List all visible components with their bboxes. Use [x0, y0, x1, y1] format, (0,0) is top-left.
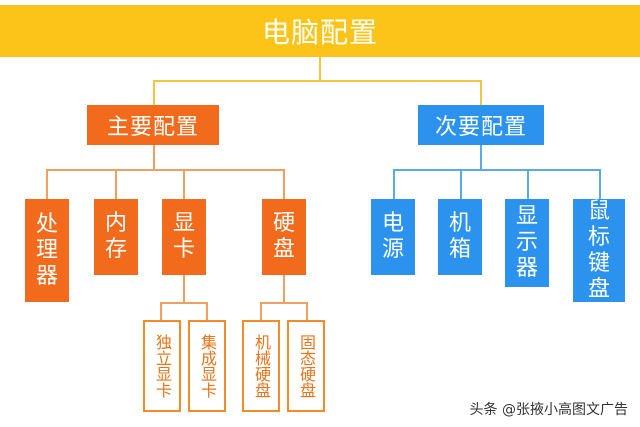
node-mouse-keyboard-label: 鼠标键盘: [588, 199, 610, 303]
node-char: 源: [381, 237, 404, 262]
node-monitor-label: 显示器: [516, 204, 538, 282]
connector: [153, 145, 155, 170]
connector: [527, 169, 529, 199]
connector: [160, 302, 162, 320]
connector: [153, 80, 482, 82]
node-char: 盘: [587, 276, 610, 302]
connector: [260, 302, 308, 304]
watermark-text: 头条 @张掖小高图文广告: [469, 402, 628, 418]
leaf-integrated-gpu-label: 集成显卡: [198, 334, 217, 398]
node-char: 机: [448, 211, 471, 236]
node-case: 机箱: [438, 199, 482, 275]
node-char: 键: [587, 250, 610, 276]
node-disk-label: 硬盘: [273, 211, 295, 263]
node-gpu: 显卡: [162, 199, 206, 275]
secondary-config-node: 次要配置: [418, 105, 544, 145]
node-char: 理: [35, 237, 58, 263]
root-node: 电脑配置: [0, 5, 640, 57]
connector: [319, 57, 321, 81]
leaf-integrated-gpu: 集成显卡: [188, 320, 226, 412]
leaf-hdd: 机械硬盘: [242, 320, 280, 412]
node-char: 显: [515, 204, 538, 229]
node-char: 卡: [172, 237, 195, 262]
connector: [599, 169, 601, 199]
node-memory-label: 内存: [105, 211, 127, 263]
node-char: 处: [35, 211, 58, 237]
node-char: 盘: [272, 237, 295, 262]
connector: [115, 169, 117, 199]
node-psu-label: 电源: [382, 211, 404, 263]
node-char: 鼠: [587, 198, 610, 224]
node-case-label: 机箱: [449, 211, 471, 263]
connector: [393, 169, 395, 199]
main-config-node: 主要配置: [87, 105, 219, 145]
node-char: 电: [381, 211, 404, 236]
node-char: 内: [104, 211, 127, 236]
connector: [160, 302, 208, 304]
leaf-ssd: 固态硬盘: [287, 320, 325, 412]
node-monitor: 显示器: [505, 199, 549, 287]
node-char: 标: [587, 224, 610, 250]
node-char: 示: [515, 230, 538, 255]
node-char: 硬: [272, 211, 295, 236]
connector: [393, 169, 601, 171]
node-gpu-label: 显卡: [173, 211, 195, 263]
connector: [283, 169, 285, 199]
node-mouse-keyboard: 鼠标键盘: [573, 199, 625, 302]
node-memory: 内存: [94, 199, 138, 275]
connector: [46, 169, 48, 199]
connector: [206, 302, 208, 320]
node-char: 器: [35, 263, 58, 289]
node-cpu-label: 处理器: [36, 212, 58, 290]
connector: [480, 80, 482, 106]
connector: [183, 169, 185, 199]
leaf-ssd-label: 固态硬盘: [297, 334, 316, 398]
connector: [480, 145, 482, 170]
node-char: 器: [515, 256, 538, 281]
node-char: 存: [104, 237, 127, 262]
connector: [260, 302, 262, 320]
leaf-discrete-gpu: 独立显卡: [143, 320, 181, 412]
connector: [46, 169, 285, 171]
connector: [460, 169, 462, 199]
leaf-discrete-gpu-label: 独立显卡: [153, 334, 172, 398]
node-cpu: 处理器: [25, 199, 69, 302]
node-disk: 硬盘: [262, 199, 306, 275]
connector: [183, 275, 185, 303]
node-char: 箱: [448, 237, 471, 262]
connector: [283, 275, 285, 303]
connector: [306, 302, 308, 320]
leaf-hdd-label: 机械硬盘: [252, 334, 271, 398]
connector: [153, 80, 155, 106]
node-psu: 电源: [371, 199, 415, 275]
node-char: 显: [172, 211, 195, 236]
